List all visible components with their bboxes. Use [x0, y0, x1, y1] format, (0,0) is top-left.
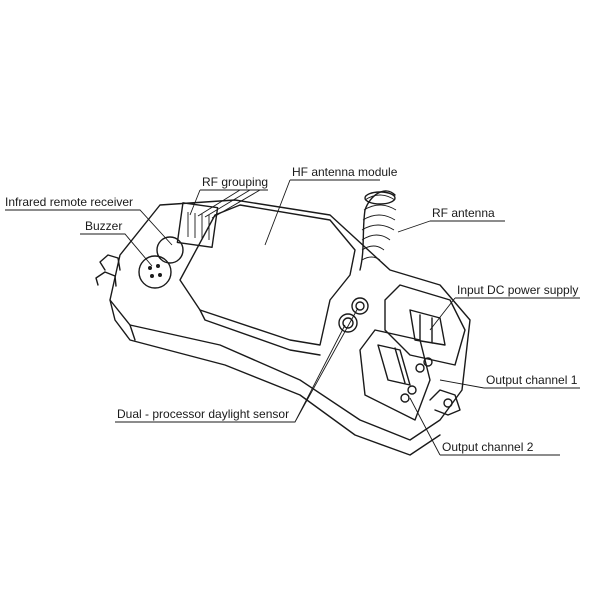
label-hf-antenna-module: HF antenna module: [292, 165, 398, 179]
terminal-blocks: [359, 284, 466, 421]
label-buzzer: Buzzer: [85, 219, 122, 233]
hf-module-block: [179, 204, 356, 356]
label-output-channel-1: Output channel 1: [486, 373, 578, 387]
buzzer: [138, 255, 172, 289]
mounting-tabs: [95, 254, 121, 287]
daylight-sensors: [338, 297, 369, 333]
buzzer-holes: [148, 264, 162, 278]
rf-antenna-coil: [359, 190, 397, 271]
leader-lines: [5, 179, 580, 456]
label-output-channel-2: Output channel 2: [442, 440, 534, 454]
label-rf-grouping: RF grouping: [202, 175, 268, 189]
label-input-dc: Input DC power supply: [457, 283, 578, 297]
infrared-receiver: [156, 236, 184, 264]
rf-grouping-switch: [176, 202, 219, 249]
label-daylight-sensor: Dual - processor daylight sensor: [117, 407, 289, 421]
label-infrared-receiver: Infrared remote receiver: [5, 195, 133, 209]
label-rf-antenna: RF antenna: [432, 206, 495, 220]
